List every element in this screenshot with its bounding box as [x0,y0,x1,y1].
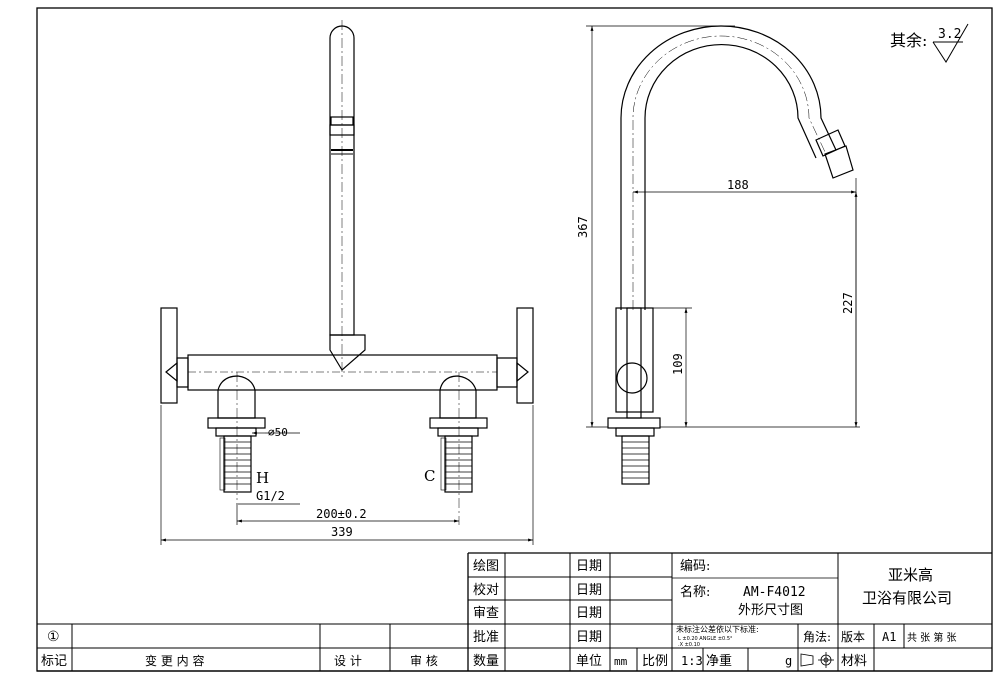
front-right-valve [439,375,477,419]
side-valve-cap [616,362,648,394]
net-weight-label: 净重 [706,653,732,669]
front-left-handle-neck [176,357,189,388]
mark-label: 标记 [41,654,67,669]
front-body-bar [187,354,498,391]
side-valve-body [615,307,654,413]
unit-value: mm [614,655,628,668]
dim-spout-height: 227 [841,292,855,314]
side-spout-outer [620,25,837,310]
date-label-3: 日期 [576,606,602,621]
front-spout [329,25,355,336]
drawing-name: 外形尺寸图 [738,603,803,618]
front-left-flange [207,417,266,429]
front-right-flange [429,417,488,429]
tolerance-detail-1: L ±0.20 ANGLE ±0.5° [678,636,733,642]
weight-unit: g [785,654,792,668]
quantity-label: 数量 [473,654,499,669]
row-label-draw: 绘图 [473,559,499,574]
roughness-symbol [932,23,969,63]
dim-thread: G1/2 [256,489,285,503]
name-label: 名称: [680,584,710,600]
row-label-audit: 审查 [473,606,499,621]
design-label: 设 计 [334,654,362,668]
cold-mark: C [424,467,435,485]
row-label-approve: 批准 [473,630,499,645]
date-label-2: 日期 [576,583,602,598]
front-left-thread [223,435,252,493]
side-flange [607,417,661,429]
dim-center-distance: 200±0.2 [316,507,367,521]
sheets-label: 共 张 第 张 [907,631,957,644]
company-line2: 卫浴有限公司 [862,589,952,607]
row-label-check: 校对 [473,582,499,598]
revision-number: ① [47,629,60,645]
tolerance-detail-2: .X ±0.10 [678,642,700,648]
surface-finish-value: 3.2 [938,27,961,42]
side-dimensions [586,25,860,428]
front-right-handle-neck [496,357,518,388]
front-right-handle [516,307,534,404]
projection-label: 角法: [803,630,831,644]
version-value: A1 [882,630,896,644]
dim-overall-width: 339 [331,525,353,539]
front-spout-collar [329,334,366,371]
date-label-1: 日期 [576,559,602,574]
date-label-4: 日期 [576,630,602,645]
dim-flange-dia: ⌀50 [268,426,288,439]
scale-label: 比例 [642,654,668,669]
front-view [160,20,534,525]
title-block [37,552,992,672]
company-line1: 亚米高 [888,566,933,584]
material-label: 材料 [841,654,867,669]
title-block-text: 绘图 校对 审查 批准 日期 日期 日期 日期 编码: 名称: AM-F4012… [41,559,957,669]
front-dimensions [160,405,534,545]
side-spout-inner [644,44,817,310]
dim-total-height: 367 [576,216,590,238]
dim-valve-height: 109 [671,353,685,375]
unit-label: 单位 [576,654,602,669]
projection-symbol [800,652,834,668]
side-view [607,25,854,485]
hot-mark: H [256,469,269,487]
version-label: 版本 [841,630,865,644]
change-label: 变 更 内 容 [145,653,204,668]
model-number: AM-F4012 [743,585,806,600]
front-left-valve [217,375,256,419]
front-right-thread [444,435,473,493]
review-label: 审 核 [410,653,438,668]
code-label: 编码: [680,559,710,574]
scale-value: 1:3 [681,654,703,668]
surface-finish-label: 其余: [890,31,927,50]
surface-finish: 其余: 3.2 [890,23,969,63]
dim-spout-reach: 188 [727,178,749,192]
front-left-handle [160,307,178,404]
tolerance-note: 未标注公差依以下标准: [676,624,759,634]
sheet-border [36,7,993,672]
